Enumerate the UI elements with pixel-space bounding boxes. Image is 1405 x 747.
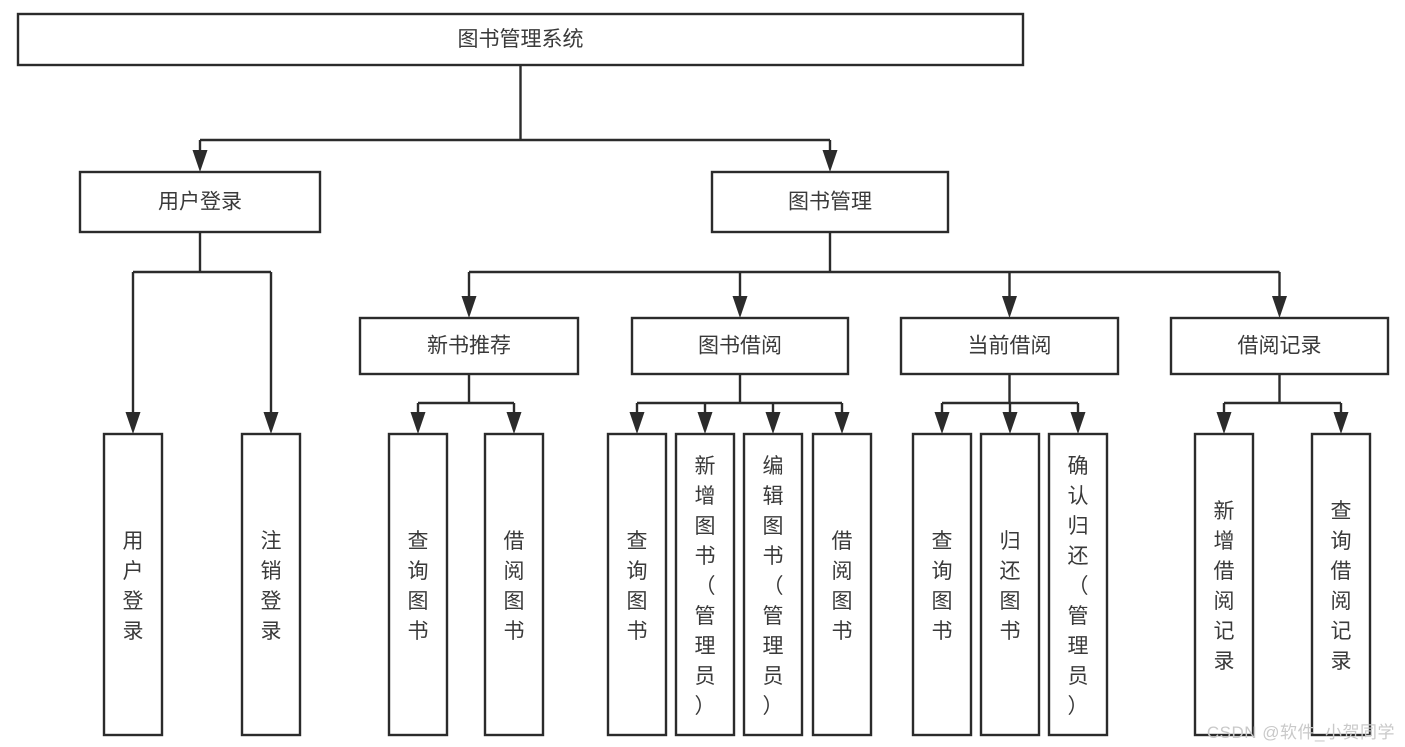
arrow-head bbox=[732, 296, 748, 318]
node-root[interactable]: 图书管理系统 bbox=[16, 12, 1025, 67]
connector-group-l1-login bbox=[125, 232, 279, 434]
node-box bbox=[606, 432, 668, 737]
node-label: 用户登录 bbox=[158, 191, 242, 214]
node-l3-querybook-a[interactable]: 查询图书 bbox=[387, 432, 449, 737]
node-box bbox=[358, 316, 580, 376]
node-l2-borrow[interactable]: 图书借阅 bbox=[630, 316, 850, 376]
arrow-head bbox=[934, 412, 950, 434]
node-label: 借阅图书 bbox=[504, 530, 525, 643]
node-l1-login[interactable]: 用户登录 bbox=[78, 170, 322, 234]
node-box bbox=[78, 170, 322, 234]
arrow-head bbox=[765, 412, 781, 434]
node-label: 编辑图书（管理员） bbox=[763, 455, 784, 718]
node-box bbox=[387, 432, 449, 737]
connector-group-root bbox=[192, 65, 838, 172]
arrow-head bbox=[629, 412, 645, 434]
connector-group-l2-record bbox=[1216, 374, 1349, 434]
node-label: 当前借阅 bbox=[968, 335, 1052, 358]
node-l3-logout[interactable]: 注销登录 bbox=[240, 432, 302, 737]
node-box bbox=[16, 12, 1025, 67]
arrow-head bbox=[263, 412, 279, 434]
node-label: 确认归还（管理员） bbox=[1068, 455, 1089, 718]
node-l3-returnbook[interactable]: 归还图书 bbox=[979, 432, 1041, 737]
node-box bbox=[674, 432, 736, 737]
node-layer: 图书管理系统用户登录图书管理新书推荐图书借阅当前借阅借阅记录用户登录注销登录查询… bbox=[16, 12, 1390, 737]
node-label: 图书管理系统 bbox=[458, 28, 584, 51]
node-label: 借阅记录 bbox=[1238, 335, 1322, 358]
node-l3-borrowbook-a[interactable]: 借阅图书 bbox=[483, 432, 545, 737]
connector-group-l2-newbook bbox=[410, 374, 522, 434]
node-box bbox=[630, 316, 850, 376]
node-label: 图书借阅 bbox=[698, 335, 782, 358]
node-box bbox=[911, 432, 973, 737]
node-box bbox=[742, 432, 804, 737]
node-l3-querybook-c[interactable]: 查询图书 bbox=[911, 432, 973, 737]
node-label: 新增借阅记录 bbox=[1214, 500, 1235, 673]
arrow-head bbox=[822, 150, 838, 172]
arrow-head bbox=[506, 412, 522, 434]
node-box bbox=[1047, 432, 1109, 737]
connector-group-l2-current bbox=[934, 374, 1086, 434]
arrow-head bbox=[461, 296, 477, 318]
node-label: 图书管理 bbox=[788, 191, 872, 214]
node-l3-addbook[interactable]: 新增图书（管理员） bbox=[674, 432, 736, 737]
arrow-head bbox=[1333, 412, 1349, 434]
connector-group-l1-bookmgmt bbox=[461, 232, 1287, 318]
arrow-head bbox=[125, 412, 141, 434]
node-box bbox=[240, 432, 302, 737]
connector-group-l2-borrow bbox=[629, 374, 850, 434]
arrow-head bbox=[410, 412, 426, 434]
node-label: 新书推荐 bbox=[427, 335, 511, 358]
node-box bbox=[899, 316, 1120, 376]
node-label: 归还图书 bbox=[1000, 530, 1021, 643]
node-box bbox=[1310, 432, 1372, 737]
arrow-head bbox=[192, 150, 208, 172]
node-box bbox=[979, 432, 1041, 737]
node-l2-newbook[interactable]: 新书推荐 bbox=[358, 316, 580, 376]
csdn-watermark: CSDN @软件_小贺同学 bbox=[1206, 723, 1395, 742]
connector-layer bbox=[125, 65, 1349, 434]
node-box bbox=[710, 170, 950, 234]
node-l3-borrowbook-b[interactable]: 借阅图书 bbox=[811, 432, 873, 737]
arrow-head bbox=[697, 412, 713, 434]
node-label: 注销登录 bbox=[261, 530, 282, 643]
node-label: 查询图书 bbox=[408, 530, 429, 643]
node-l2-record[interactable]: 借阅记录 bbox=[1169, 316, 1390, 376]
node-label: 查询借阅记录 bbox=[1331, 500, 1352, 673]
node-l3-editbook[interactable]: 编辑图书（管理员） bbox=[742, 432, 804, 737]
node-label: 用户登录 bbox=[123, 530, 144, 643]
node-l2-current[interactable]: 当前借阅 bbox=[899, 316, 1120, 376]
node-label: 查询图书 bbox=[627, 530, 648, 643]
node-box bbox=[1193, 432, 1255, 737]
arrow-head bbox=[1002, 296, 1017, 318]
node-l3-addrecord[interactable]: 新增借阅记录 bbox=[1193, 432, 1255, 737]
arrow-head bbox=[834, 412, 850, 434]
arrow-head bbox=[1002, 412, 1018, 434]
node-l3-confirmreturn[interactable]: 确认归还（管理员） bbox=[1047, 432, 1109, 737]
node-label: 查询图书 bbox=[932, 530, 953, 643]
node-box bbox=[811, 432, 873, 737]
node-l3-userlogin[interactable]: 用户登录 bbox=[102, 432, 164, 737]
arrow-head bbox=[1070, 412, 1086, 434]
node-l3-querybook-b[interactable]: 查询图书 bbox=[606, 432, 668, 737]
node-l3-queryrecord[interactable]: 查询借阅记录 bbox=[1310, 432, 1372, 737]
node-label: 借阅图书 bbox=[832, 530, 853, 643]
node-box bbox=[102, 432, 164, 737]
node-label: 新增图书（管理员） bbox=[695, 455, 716, 718]
arrow-head bbox=[1272, 296, 1287, 318]
node-box bbox=[1169, 316, 1390, 376]
node-box bbox=[483, 432, 545, 737]
node-l1-bookmgmt[interactable]: 图书管理 bbox=[710, 170, 950, 234]
arrow-head bbox=[1216, 412, 1232, 434]
